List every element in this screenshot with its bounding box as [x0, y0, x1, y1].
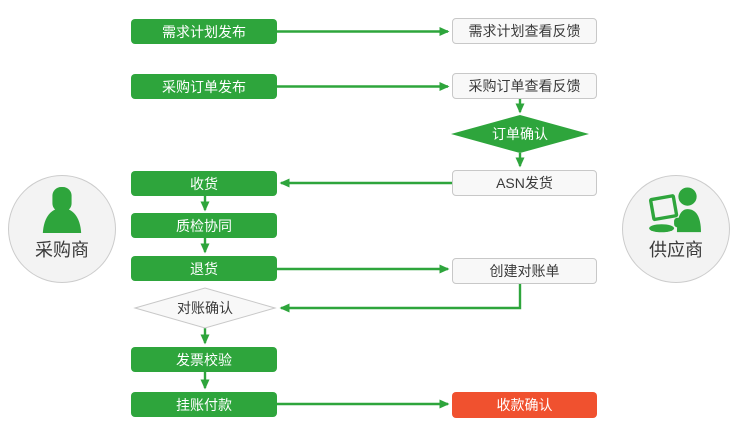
node-return-goods: 退货 — [131, 256, 277, 281]
node-po-publish: 采购订单发布 — [131, 74, 277, 99]
node-create-statement: 创建对账单 — [452, 258, 597, 284]
order-confirm-diamond — [451, 115, 589, 153]
node-demand-plan-feedback: 需求计划查看反馈 — [452, 18, 597, 44]
node-order-confirm: 订单确认 — [492, 126, 548, 142]
node-receive-goods: 收货 — [131, 171, 277, 196]
node-receipt-confirm: 收款确认 — [452, 392, 597, 418]
node-demand-plan-publish: 需求计划发布 — [131, 19, 277, 44]
node-quality-collab: 质检协同 — [131, 213, 277, 238]
supplier-label: 供应商 — [649, 240, 703, 260]
buyer-label: 采购商 — [35, 240, 89, 260]
actor-supplier: 供应商 — [622, 175, 730, 283]
node-account-payment: 挂账付款 — [131, 392, 277, 417]
node-statement-confirm: 对账确认 — [177, 300, 233, 316]
node-po-feedback: 采购订单查看反馈 — [452, 73, 597, 99]
supplier-laptop-person-icon — [648, 187, 701, 233]
actor-buyer: 采购商 — [8, 175, 116, 283]
arrow-statement-to-statement-confirm — [279, 284, 522, 313]
statement-confirm-diamond — [133, 287, 277, 329]
node-asn-ship: ASN发货 — [452, 170, 597, 196]
node-invoice-verify: 发票校验 — [131, 347, 277, 372]
buyer-avatar-icon — [42, 187, 82, 234]
